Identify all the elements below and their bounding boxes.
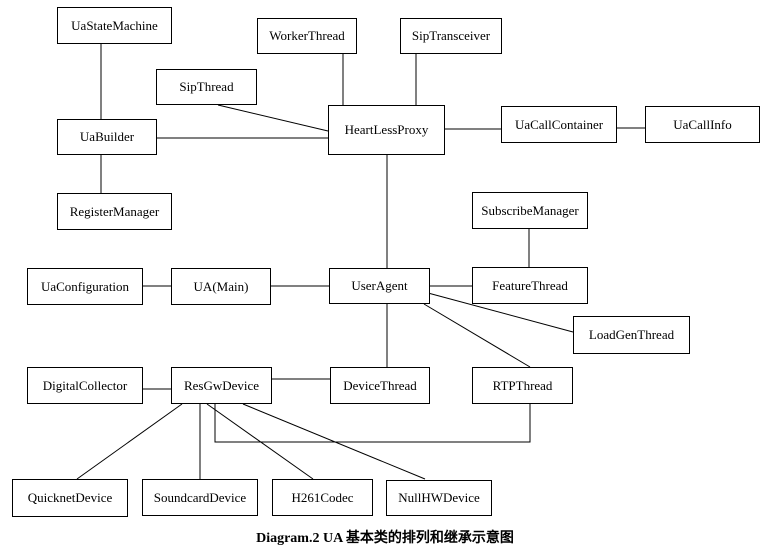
node-ua-call-info: UaCallInfo xyxy=(645,106,760,143)
node-label: SipThread xyxy=(179,79,234,94)
node-label: UserAgent xyxy=(351,278,408,293)
node-label: QuicknetDevice xyxy=(27,490,113,505)
node-sip-transceiver: SipTransceiver xyxy=(400,18,502,54)
node-label: UaConfiguration xyxy=(40,278,130,294)
node-label: SipTransceiver xyxy=(411,28,491,43)
node-ua-state-machine: UaStateMachine xyxy=(57,7,172,44)
node-label: UaBuilder xyxy=(79,129,135,144)
diagram-caption: Diagram.2 UA 基本类的排列和继承示意图 xyxy=(256,531,514,546)
node-label: RegisterManager xyxy=(69,203,160,219)
node-user-agent: UserAgent xyxy=(329,268,430,304)
edge-user-agent-to-rtp-thread xyxy=(423,303,531,368)
node-soundcard-device: SoundcardDevice xyxy=(142,479,258,516)
node-label: NullHWDevice xyxy=(398,490,480,505)
node-device-thread: DeviceThread xyxy=(330,367,430,404)
node-ua-main: UA(Main) xyxy=(171,268,271,305)
node-label: H261Codec xyxy=(291,489,354,505)
node-res-gw-device: ResGwDevice xyxy=(171,367,272,404)
node-sip-thread: SipThread xyxy=(156,69,257,105)
node-label: UA(Main) xyxy=(193,278,249,294)
node-ua-builder: UaBuilder xyxy=(57,119,157,155)
node-label: WorkerThread xyxy=(269,28,345,43)
node-label: SubscribeManager xyxy=(481,202,579,218)
node-h261-codec: H261Codec xyxy=(272,479,373,516)
node-rtp-thread: RTPThread xyxy=(472,367,573,404)
edge-sip-thread-to-heart-less-proxy xyxy=(217,104,329,132)
node-label: ResGwDevice xyxy=(183,377,260,393)
node-ua-call-container: UaCallContainer xyxy=(501,106,617,143)
node-feature-thread: FeatureThread xyxy=(472,267,588,304)
node-label: UaCallInfo xyxy=(673,116,732,132)
node-worker-thread: WorkerThread xyxy=(257,18,357,54)
node-null-hw-device: NullHWDevice xyxy=(386,480,492,516)
edge-res-gw-device-to-quicknet-device xyxy=(76,403,183,480)
node-ua-configuration: UaConfiguration xyxy=(27,268,143,305)
edge-res-gw-device-to-rtp-thread xyxy=(214,404,531,443)
node-label: HeartLessProxy xyxy=(344,122,429,137)
node-register-manager: RegisterManager xyxy=(57,193,172,230)
node-label: RTPThread xyxy=(492,377,553,393)
node-label: UaStateMachine xyxy=(71,17,158,33)
edge-user-agent-to-load-gen-thread xyxy=(427,292,574,333)
node-digital-collector: DigitalCollector xyxy=(27,367,143,404)
node-label: LoadGenThread xyxy=(588,327,675,342)
node-load-gen-thread: LoadGenThread xyxy=(573,316,690,354)
node-label: DeviceThread xyxy=(343,377,417,393)
node-quicknet-device: QuicknetDevice xyxy=(12,479,128,517)
node-heart-less-proxy: HeartLessProxy xyxy=(328,105,445,155)
node-label: SoundcardDevice xyxy=(153,489,247,505)
node-subscribe-manager: SubscribeManager xyxy=(472,192,588,229)
node-label: UaCallContainer xyxy=(514,116,604,132)
node-label: DigitalCollector xyxy=(42,377,128,393)
node-label: FeatureThread xyxy=(492,277,568,293)
